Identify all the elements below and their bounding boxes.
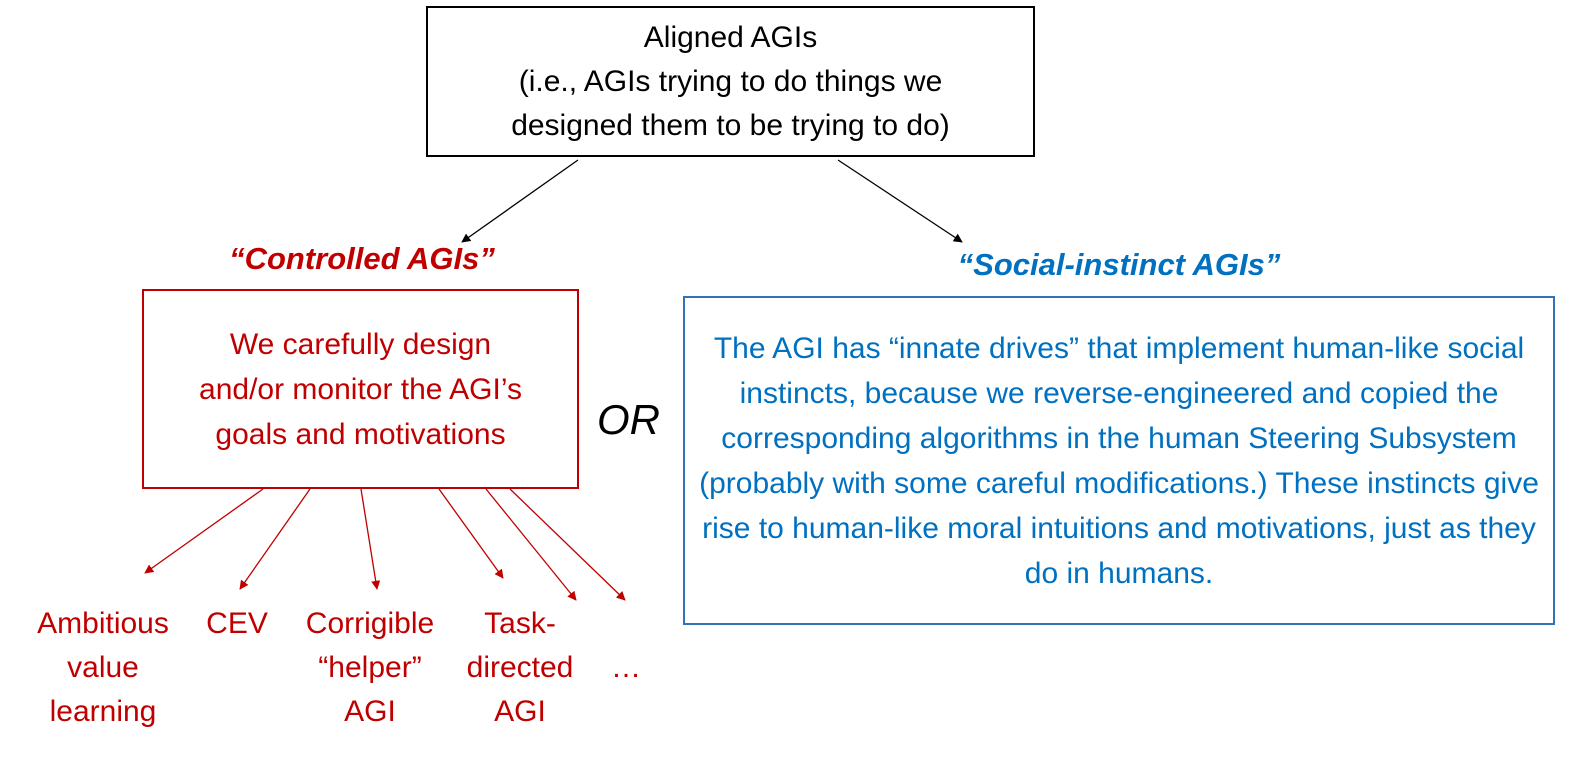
arrow-to-social (837, 159, 963, 243)
arrow-to-cev (239, 488, 311, 590)
leaf-task-directed-agi: Task- directed AGI (466, 607, 574, 728)
social-instinct-agis-heading: “Social-instinct AGIs” (957, 247, 1281, 282)
leaf-corrigible-helper-agi: Corrigible “helper” AGI (305, 607, 435, 728)
aligned-agis-box: Aligned AGIs (i.e., AGIs trying to do th… (426, 6, 1035, 157)
leaf-cev: CEV (206, 607, 268, 640)
aligned-agis-text: Aligned AGIs (i.e., AGIs trying to do th… (511, 20, 950, 142)
or-label: OR (597, 396, 660, 443)
leaf-ambitious-value-learning: Ambitious value learning (37, 607, 169, 728)
arrow-to-ellipsis (509, 488, 626, 601)
arrow-to-task-directed (438, 488, 504, 579)
arrow-to-corrigible-helper (360, 488, 381, 590)
leaf-ellipsis: … (611, 651, 641, 684)
controlled-agis-box: We carefully design and/or monitor the A… (142, 289, 579, 489)
arrow-to-leaf-5 (485, 488, 577, 601)
arrow-to-controlled (461, 159, 579, 243)
controlled-agis-text: We carefully design and/or monitor the A… (199, 327, 522, 451)
social-instinct-agis-box: The AGI has “innate drives” that impleme… (683, 296, 1555, 625)
arrow-to-ambitious-value-learning (144, 488, 264, 574)
controlled-agis-heading: “Controlled AGIs” (229, 241, 495, 276)
social-instinct-agis-text: The AGI has “innate drives” that impleme… (699, 331, 1539, 590)
